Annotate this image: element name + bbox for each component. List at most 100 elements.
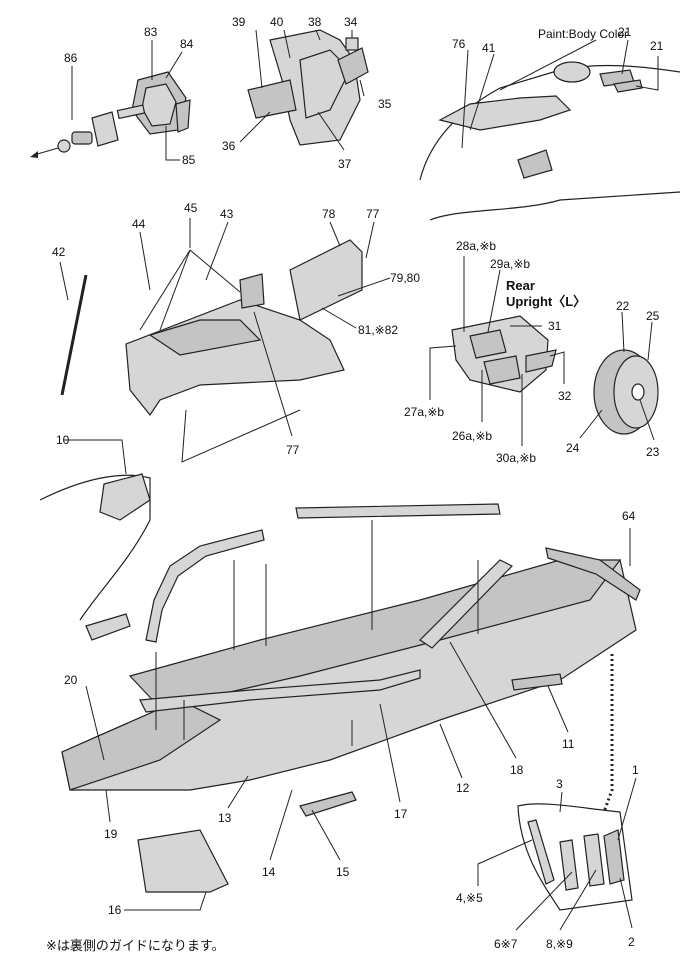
strut-43 [189,249,241,293]
leader-42 [59,261,69,301]
floor-panel [148,319,262,356]
part-23-hub [631,383,645,401]
callout-18: 18 [510,763,524,777]
leader-27 [429,345,457,400]
leader-1 [617,777,637,841]
shaft [116,104,146,120]
leader-24 [579,409,603,439]
frame-base [125,299,345,417]
dotted-link [602,654,614,813]
part-21-right [613,79,643,93]
part-84 [175,99,191,133]
rod-lower [181,409,301,463]
side-vent [517,149,553,179]
callout-10: 10 [56,433,70,447]
leader-13 [227,775,249,809]
callout-78: 78 [322,207,336,221]
part-16 [137,829,229,893]
part-26 [483,355,521,385]
part-42-rod [60,274,88,396]
callout-45: 45 [184,201,198,215]
callout-8-9: 8,※9 [546,937,573,951]
leader-67 [515,871,573,931]
part-10 [99,473,151,521]
leader-18 [449,641,517,759]
leader-paint [499,39,597,91]
rear-upright-title-2: Upright〈L〉 [506,294,586,309]
callout-23: 23 [646,445,660,459]
intake-assembly [239,29,369,151]
wing-endplate [477,777,637,931]
part-17 [139,669,421,713]
callout-15: 15 [336,865,350,879]
callout-4-5: 4,※5 [456,891,483,905]
callout-labels: 86 83 84 85 39 40 38 34 35 36 37 76 41 2… [52,15,664,951]
callout-77a: 77 [366,207,380,221]
leader-45b [477,839,533,886]
rear-upright [429,256,565,446]
callout-31: 31 [548,319,562,333]
callout-22: 22 [616,299,630,313]
arrow-head [30,151,38,158]
leader-23 [639,399,655,441]
callout-35: 35 [378,97,392,111]
leader-12 [439,723,463,779]
shaft-assembly [30,40,191,161]
floor-assembly [39,439,641,911]
leader-85 [165,126,180,161]
callout-8182: 81,※82 [358,323,398,337]
leader-22 [621,311,625,353]
callout-34: 34 [344,15,358,29]
leader-29 [487,269,501,333]
callout-6-7: 6※7 [494,937,518,951]
leader-3 [559,791,563,813]
callout-36: 36 [222,139,236,153]
leader-89 [559,869,597,931]
part-64 [545,547,641,601]
leader-39 [255,29,263,89]
part-4 [527,819,555,885]
paint-note: Paint:Body Color [538,27,628,41]
callout-43: 43 [220,207,234,221]
callout-40: 40 [270,15,284,29]
callout-16: 16 [108,903,122,917]
leader-8182 [321,307,357,329]
callout-11: 11 [562,737,575,751]
leader-77b [253,311,293,437]
leader-2 [619,877,633,929]
leader-35 [359,79,365,97]
leader-40 [283,29,291,59]
callout-7980: 79,80 [390,271,420,285]
rear-upright-title-1: Rear [506,278,535,293]
callout-3: 3 [556,777,563,791]
leader-77a [365,221,375,259]
leader-38 [315,29,321,41]
callout-14: 14 [262,865,276,879]
callout-84: 84 [180,37,194,51]
leader-41 [469,53,495,131]
body-lower-line [429,191,681,221]
callout-20: 20 [64,673,78,687]
body-upper-line [419,64,681,181]
footnote: ※は裏側のガイドになります。 [46,939,225,954]
callout-21b: 21 [650,39,664,53]
callout-12: 12 [456,781,470,795]
part-30-arm [525,349,557,373]
callout-26: 26a,※b [452,429,492,443]
callout-77b: 77 [286,443,300,457]
callout-28: 28a,※b [456,239,496,253]
part-29 [469,329,507,359]
part-6 [559,839,579,891]
leader-16 [124,891,207,911]
leader-11 [547,685,569,733]
pillar [239,273,265,309]
part-86-cap [57,139,71,153]
leader-19 [105,789,111,823]
leader-78 [329,221,341,247]
leader-84 [165,51,183,79]
leader-20 [85,685,105,761]
part-86-bearing [71,131,93,145]
part-11 [511,673,563,691]
part-35 [337,47,369,85]
